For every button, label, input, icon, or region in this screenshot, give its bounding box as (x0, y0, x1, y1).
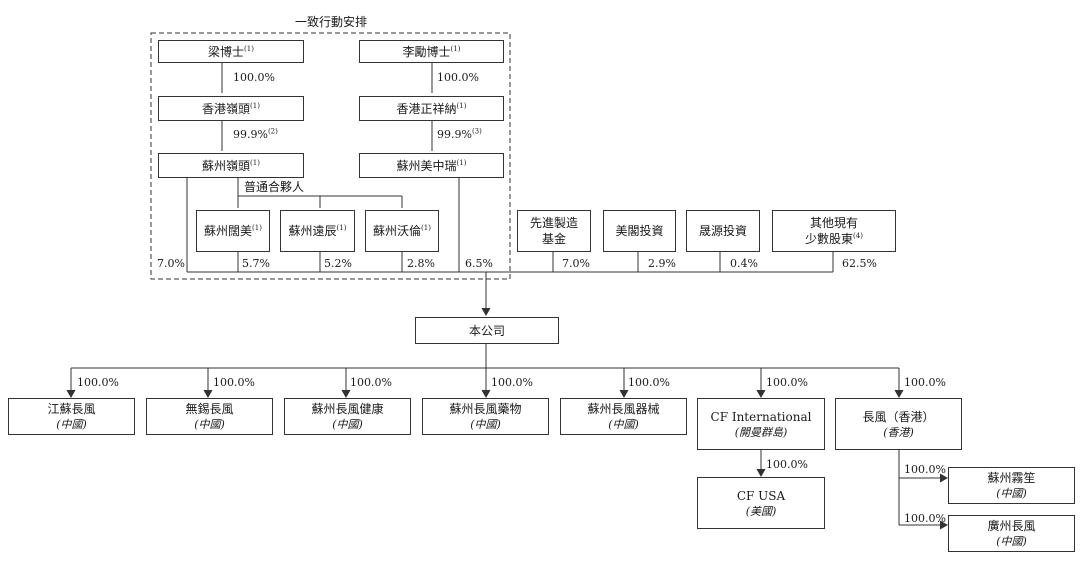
entity-cf-usa: CF USA(美國) (697, 477, 825, 529)
pct-hklt-szlt: 99.9%(2) (233, 127, 278, 141)
entity-gz: 廣州長風(中國) (948, 515, 1075, 552)
arrow-to-wuyu (939, 473, 949, 483)
subsidiary-arrows (66, 368, 904, 399)
pct-health: 100.0% (350, 376, 392, 389)
pct-kuaimei: 5.7% (242, 257, 270, 270)
entity-liang: 梁博士(1) (158, 40, 304, 63)
arrow-to-gz (939, 520, 949, 530)
pct-hkzxn-szmzr: 99.9%(3) (437, 127, 482, 141)
pct-meige: 2.9% (648, 257, 676, 270)
pct-liang-hk: 100.0% (233, 71, 275, 84)
entity-sz-pharma: 蘇州長風藥物(中國) (422, 398, 549, 435)
pct-minority: 62.5% (842, 257, 877, 270)
arrow-to-company (481, 307, 491, 317)
entity-shengyuan: 晟源投資 (686, 210, 760, 252)
pct-shengyuan: 0.4% (730, 257, 758, 270)
pct-gz: 100.0% (904, 512, 946, 525)
entity-sz-wolun: 蘇州沃倫(1) (365, 210, 439, 252)
entity-jiangsu: 江蘇長風(中國) (8, 398, 135, 435)
pct-szlt: 7.0% (157, 257, 185, 270)
pct-yuanchen: 5.2% (324, 257, 352, 270)
entity-hk-zhengxiangna: 香港正祥納(1) (359, 96, 504, 121)
pct-jiangsu: 100.0% (77, 376, 119, 389)
pct-device: 100.0% (628, 376, 670, 389)
pct-fund: 7.0% (562, 257, 590, 270)
entity-meige: 美閣投資 (603, 210, 676, 252)
pct-li-hk: 100.0% (437, 71, 479, 84)
entity-sz-yuanchen: 蘇州遠辰(1) (280, 210, 355, 252)
pct-pharma: 100.0% (491, 376, 533, 389)
entity-minority: 其他現有 少數股東(4) (772, 210, 896, 252)
concert-party-boundary (150, 32, 511, 280)
pct-wuxi: 100.0% (213, 376, 255, 389)
pct-cf-usa: 100.0% (766, 458, 808, 471)
entity-fund: 先進製造 基金 (517, 210, 591, 252)
entity-cf-hk: 長風（香港）(香港) (835, 398, 962, 450)
pct-meizhongrui: 6.5% (465, 257, 493, 270)
arrow-to-cfusa (756, 468, 766, 478)
entity-sz-device: 蘇州長風器械(中國) (560, 398, 687, 435)
entity-sz-kuaimei: 蘇州闊美(1) (196, 210, 270, 252)
pct-wuyu: 100.0% (904, 463, 946, 476)
entity-sz-lingtou: 蘇州嶺頭(1) (158, 153, 304, 178)
entity-hk-lingtou: 香港嶺頭(1) (158, 96, 304, 121)
entity-sz-meizhongrui: 蘇州美中瑞(1) (359, 153, 504, 178)
concert-party-label: 一致行動安排 (295, 15, 368, 29)
entity-sz-wuyu: 蘇州霧笙(中國) (948, 467, 1075, 504)
general-partner-label: 普通合夥人 (244, 180, 305, 194)
entity-sz-health: 蘇州長風健康(中國) (284, 398, 411, 435)
entity-cf-intl: CF International(開曼群島) (697, 398, 825, 450)
pct-cf-hk: 100.0% (904, 376, 946, 389)
entity-li: 李勵博士(1) (359, 40, 504, 63)
pct-cf-intl: 100.0% (766, 376, 808, 389)
pct-wolun: 2.8% (407, 257, 435, 270)
entity-wuxi: 無錫長風(中國) (146, 398, 273, 435)
entity-company: 本公司 (415, 317, 559, 344)
